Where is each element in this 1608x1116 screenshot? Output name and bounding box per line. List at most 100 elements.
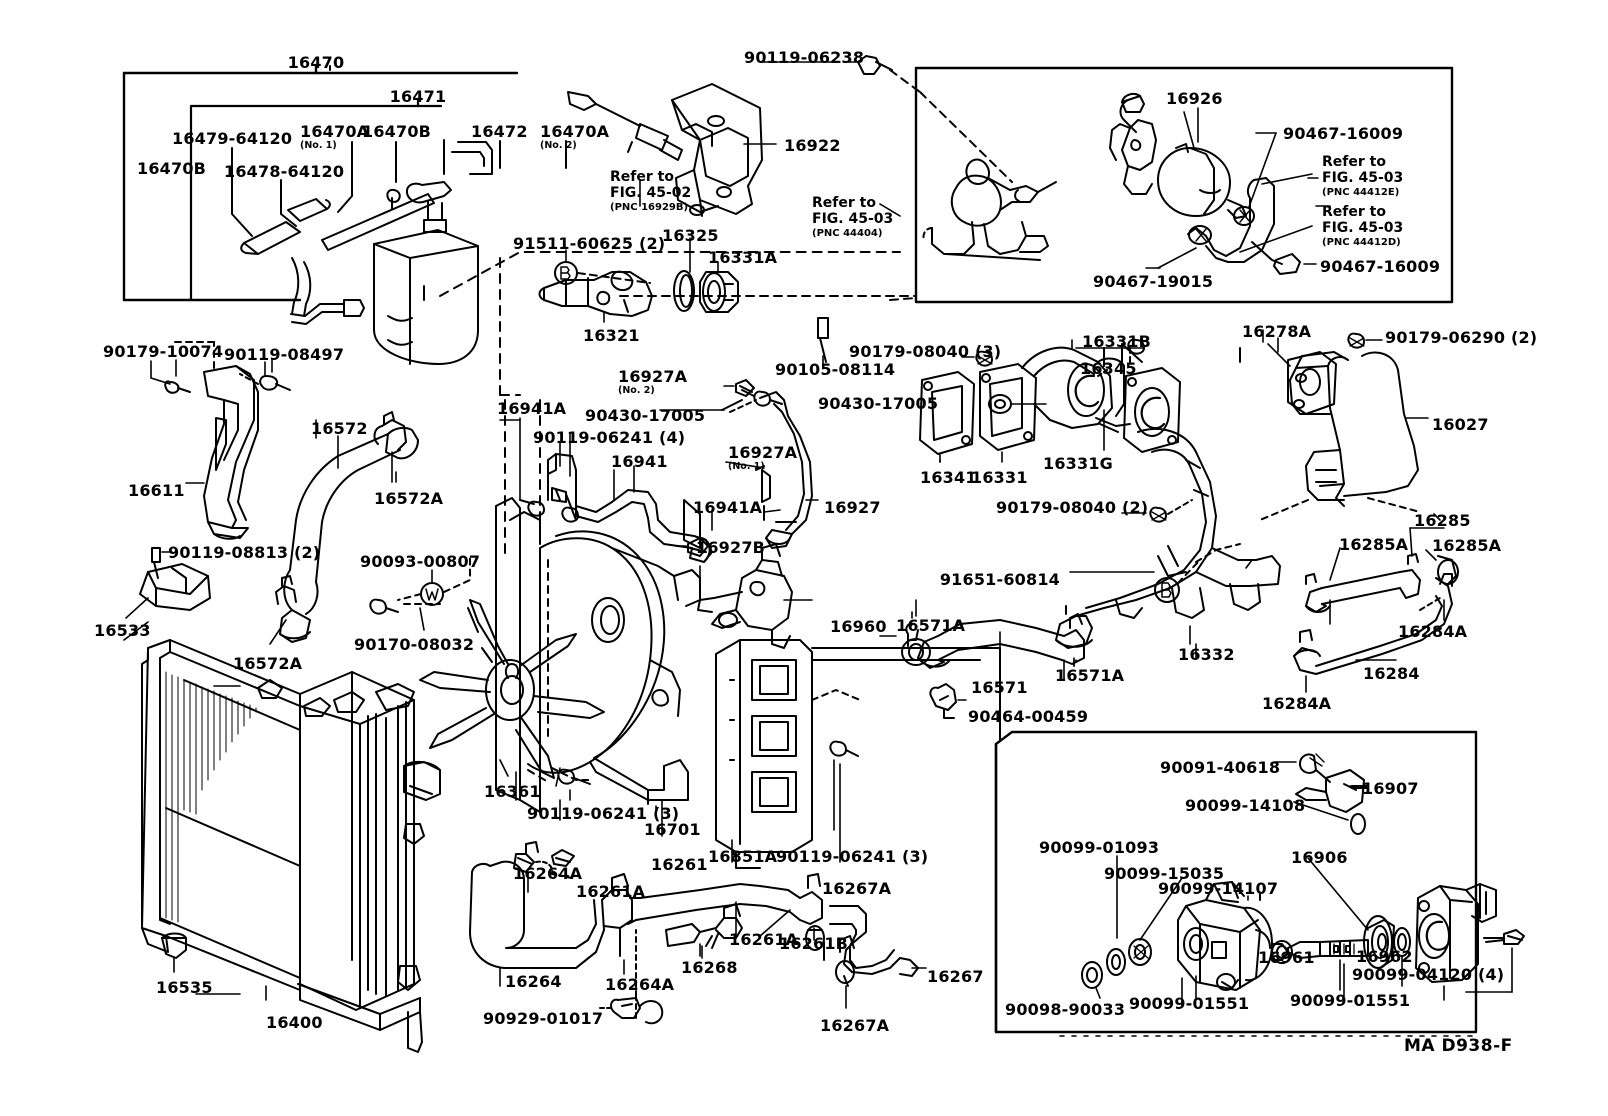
part-number-callout: 16851A [708, 849, 777, 865]
part-number-text: 90099-04120 (4) [1352, 965, 1505, 984]
part-number-callout: 90464-00459 [968, 709, 1088, 725]
part-number-text: 90467-16009 [1320, 257, 1441, 276]
part-number-text: 90119-06241 (3) [776, 847, 929, 866]
part-number-callout: 16284A [1262, 696, 1331, 712]
part-number-text: 16285A [1339, 535, 1409, 554]
part-number-text: 16927A [728, 443, 798, 462]
part-number-callout: 16027 [1432, 417, 1489, 433]
part-number-text: 16907 [1362, 779, 1419, 798]
part-number-callout: 16479-64120 [172, 131, 292, 147]
part-number-callout: 16267A [822, 881, 891, 897]
part-number-text: 90929-01017 [483, 1009, 604, 1028]
refer-to-line: Refer to [812, 195, 876, 211]
part-number-callout: 90179-08040 (2) [996, 500, 1148, 516]
part-number-callout: 16941 [611, 454, 668, 470]
part-number-callout: 91511-60625 (2) [513, 236, 665, 252]
part-number-text: 16278A [1242, 322, 1312, 341]
part-number-text: 90179-10074 [103, 342, 224, 361]
part-number-callout: 16571A [1055, 668, 1124, 684]
part-number-callout: 90929-01017 [483, 1011, 603, 1027]
part-number-text: 91651-60814 [939, 570, 1060, 589]
part-number-callout: 16400 [266, 1015, 323, 1031]
part-number-callout: 90119-08497 [224, 347, 344, 363]
figure-number-line: FIG. 45-02 [610, 184, 692, 201]
figure-number-line: FIG. 45-03 [812, 210, 894, 227]
part-number-text: 16941A [693, 498, 763, 517]
part-number-callout: 16331A [708, 250, 777, 266]
part-number-text: 16267A [822, 879, 892, 898]
part-number-text: 16470A [300, 122, 370, 141]
part-number-callout: 16941A [497, 401, 566, 417]
part-number-callout: 90099-15035 [1104, 866, 1224, 882]
part-number-callout: 16285A [1432, 538, 1501, 554]
part-number-callout: 16264 [505, 974, 562, 990]
part-number-callout: 16572A [374, 491, 443, 507]
part-number-text: 90091-40618 [1160, 758, 1281, 777]
part-number-text: 16267A [820, 1016, 890, 1035]
part-number-text: 90467-19015 [1093, 272, 1214, 291]
part-number-text: 90179-08040 (3) [849, 342, 1002, 361]
part-number-text: 16345 [1080, 359, 1137, 378]
part-number-callout: 90099-01093 [1039, 840, 1159, 856]
part-number-text: 16927 [824, 498, 881, 517]
part-number-text: 90430-17005 [585, 406, 706, 425]
part-number-callout: 90467-19015 [1093, 274, 1213, 290]
part-number-callout: 90179-06290 (2) [1385, 330, 1537, 346]
refer-to-line: Refer to [1322, 154, 1386, 170]
part-number-text: 16962 [1356, 947, 1413, 966]
part-number-callout: 16470B [362, 124, 431, 140]
part-number-text: 16571A [1055, 666, 1125, 685]
part-number-callout: 90179-10074 [103, 344, 223, 360]
pnc-code-line: (PNC 44404) [812, 227, 883, 239]
part-number-callout: 16535 [156, 980, 213, 996]
part-number-sublabel: (No. 1) [728, 461, 765, 472]
part-number-text: 16284A [1262, 694, 1332, 713]
refer-to-line: Refer to [1322, 204, 1386, 220]
diagram-footer-code: MA D938-F [1404, 1036, 1513, 1056]
part-number-text: 16285 [1414, 511, 1471, 530]
part-number-text: 16906 [1291, 848, 1348, 867]
part-number-callout: 16278A [1242, 324, 1311, 340]
part-number-text: 16572A [374, 489, 444, 508]
part-number-callout: 16267 [927, 969, 984, 985]
part-number-callout: 16907 [1362, 781, 1419, 797]
part-number-text: 16027 [1432, 415, 1489, 434]
part-number-callout: 16922 [784, 138, 841, 154]
part-number-callout: 90099-01551 [1290, 993, 1410, 1009]
part-number-text: 16535 [156, 978, 213, 997]
part-number-callout: 90099-01551 [1129, 996, 1249, 1012]
part-number-callout: 16361 [484, 784, 541, 800]
part-number-text: 16941 [611, 452, 668, 471]
part-number-callout: 16261B [779, 936, 848, 952]
part-number-callout: 90119-06241 (4) [533, 430, 685, 446]
part-number-callout: 16960 [830, 619, 887, 635]
part-number-callout: 16345 [1080, 361, 1137, 377]
part-number-callout: 16331B [1082, 334, 1151, 350]
part-number-callout: 90119-06241 (3) [776, 849, 928, 865]
part-number-text: 16479-64120 [172, 129, 293, 148]
part-number-callout: 90091-40618 [1160, 760, 1280, 776]
part-number-callout: 16572 [311, 421, 368, 437]
part-number-text: 16572 [311, 419, 368, 438]
part-number-callout: 16267A [820, 1018, 889, 1034]
part-number-text: 16267 [927, 967, 984, 986]
part-number-callout: 90467-16009 [1283, 126, 1403, 142]
part-number-callout: 16478-64120 [224, 164, 344, 180]
part-number-text: 16533 [94, 621, 151, 640]
part-number-text: 16571A [896, 616, 966, 635]
part-number-callout: 90119-08813 (2) [168, 545, 320, 561]
part-number-text: 90119-08497 [224, 345, 345, 364]
part-number-text: 16261A [729, 930, 799, 949]
part-number-callout: 90430-17005 [585, 408, 705, 424]
part-number-callout: 16471 [390, 89, 447, 105]
part-number-text: 16400 [266, 1013, 323, 1032]
part-number-callout: 90119-06238 [744, 50, 864, 66]
part-number-callout: 16331 [971, 470, 1028, 486]
pnc-code-line: (PNC 44412E) [1322, 186, 1400, 198]
part-number-text: 90467-16009 [1283, 124, 1404, 143]
part-number-callout: 16284A [1398, 624, 1467, 640]
part-number-callout: 90179-08040 (3) [849, 344, 1001, 360]
part-number-text: 16470B [137, 159, 207, 178]
